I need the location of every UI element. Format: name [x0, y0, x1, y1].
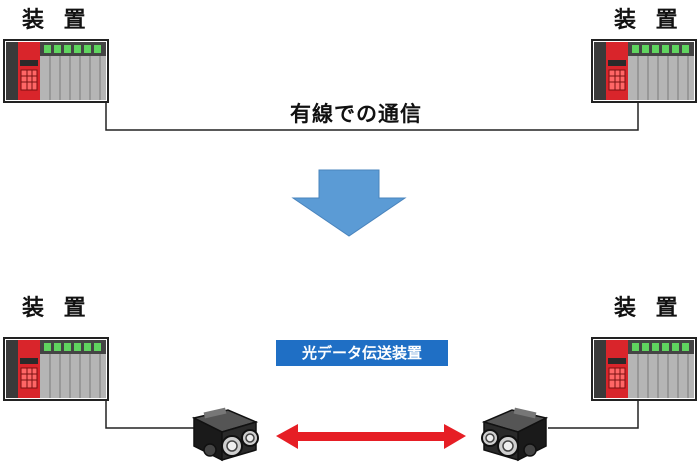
bottom-right-device-label: 装 置 — [614, 296, 684, 321]
plc-rack-icon — [591, 337, 697, 401]
top-right-plc — [591, 39, 697, 103]
plc-rack-icon — [591, 39, 697, 103]
optical-transceiver-icon — [193, 406, 259, 461]
bottom-left-plc — [3, 337, 109, 401]
wired-connection-line — [105, 102, 639, 131]
left-device-cable — [105, 400, 196, 429]
top-left-plc — [3, 39, 109, 103]
top-right-device-label: 装 置 — [614, 8, 684, 33]
left-transceiver — [193, 406, 259, 461]
plc-rack-icon — [3, 39, 109, 103]
optical-transceiver-icon — [482, 408, 546, 460]
right-device-cable — [548, 400, 639, 429]
optical-link-arrow — [276, 424, 466, 449]
optical-transmitter-badge: 光データ伝送装置 — [276, 340, 448, 366]
down-arrow — [291, 169, 407, 237]
right-transceiver — [482, 408, 546, 460]
top-left-device-label: 装 置 — [22, 8, 92, 33]
plc-rack-icon — [3, 337, 109, 401]
wired-communication-label: 有線での通信 — [290, 102, 422, 126]
bottom-right-plc — [591, 337, 697, 401]
bottom-left-device-label: 装 置 — [22, 296, 92, 321]
